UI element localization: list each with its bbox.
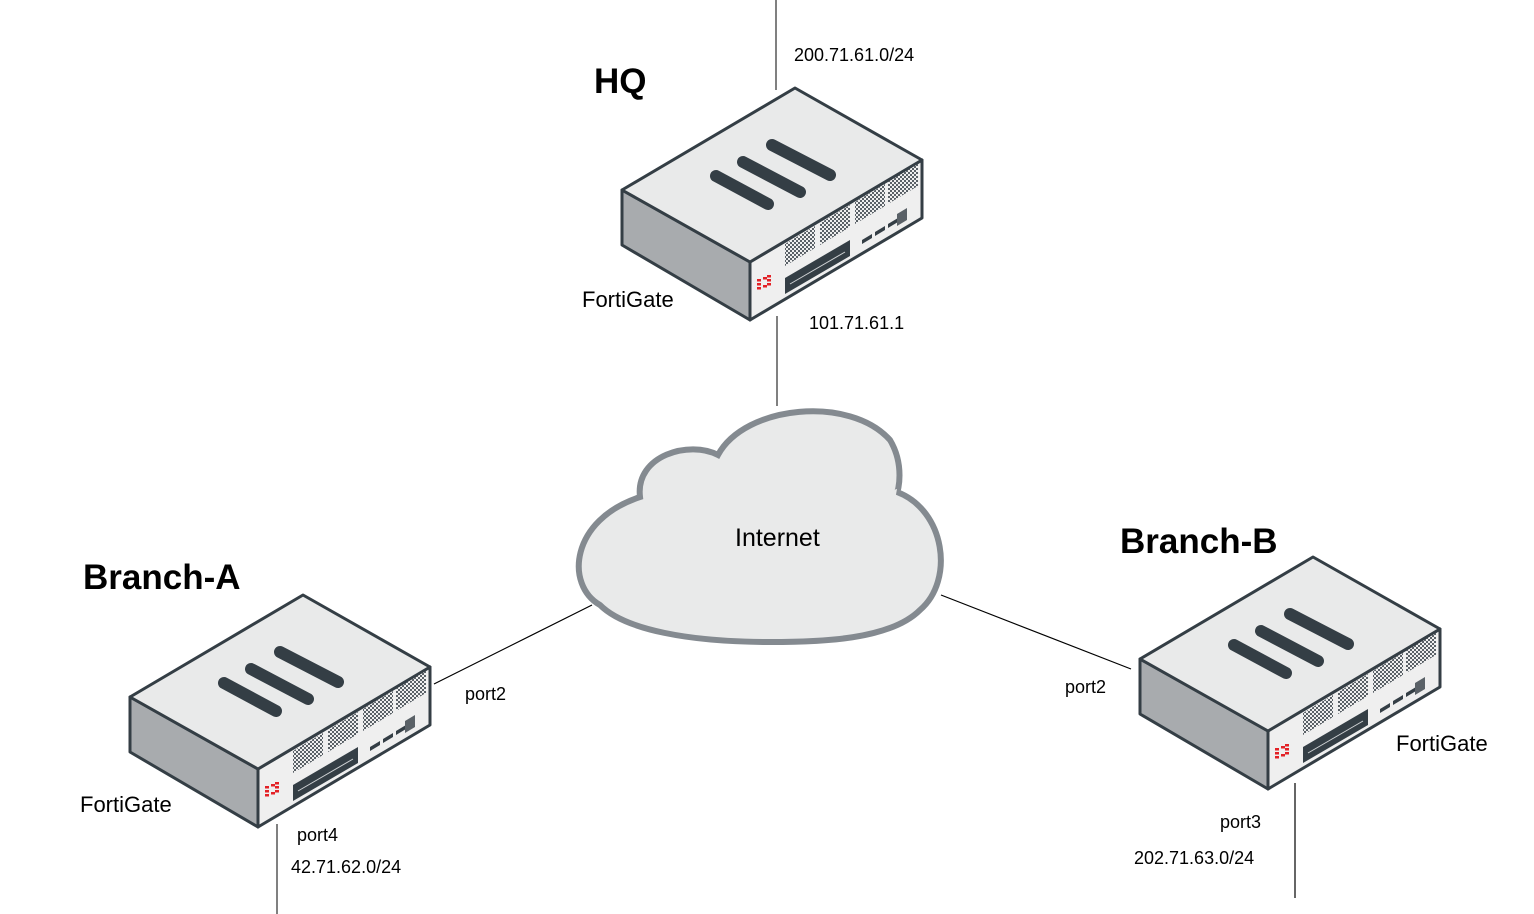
branch-b-wan-port: port2 — [1065, 677, 1107, 697]
hq-wan-ip: 101.71.61.1 — [809, 313, 905, 333]
hq-fortigate-device — [622, 88, 922, 320]
branch-a-lan-port: port4 — [297, 825, 339, 845]
branch-b-site-title: Branch-B — [1120, 522, 1278, 561]
branch-b-fortigate-device — [1140, 557, 1440, 789]
branch-b-lan-port: port3 — [1220, 812, 1262, 832]
hq-lan-subnet: 200.71.61.0/24 — [794, 45, 915, 65]
branch-a-lan-subnet: 42.71.62.0/24 — [291, 857, 402, 877]
branch-a-site-title: Branch-A — [83, 558, 241, 597]
branch-a-wan-port: port2 — [465, 684, 507, 704]
internet-label: Internet — [735, 524, 820, 552]
hq-device-label: FortiGate — [582, 287, 674, 312]
branch-b-lan-subnet: 202.71.63.0/24 — [1134, 848, 1255, 868]
branch-a-device-label: FortiGate — [80, 792, 172, 817]
branch-a-wan-link — [433, 604, 593, 685]
internet-cloud-icon — [575, 408, 944, 646]
branch-b-wan-link — [940, 594, 1132, 670]
branch-b-device-label: FortiGate — [1396, 731, 1488, 756]
hq-site-title: HQ — [594, 62, 647, 101]
branch-a-fortigate-device — [130, 595, 430, 827]
